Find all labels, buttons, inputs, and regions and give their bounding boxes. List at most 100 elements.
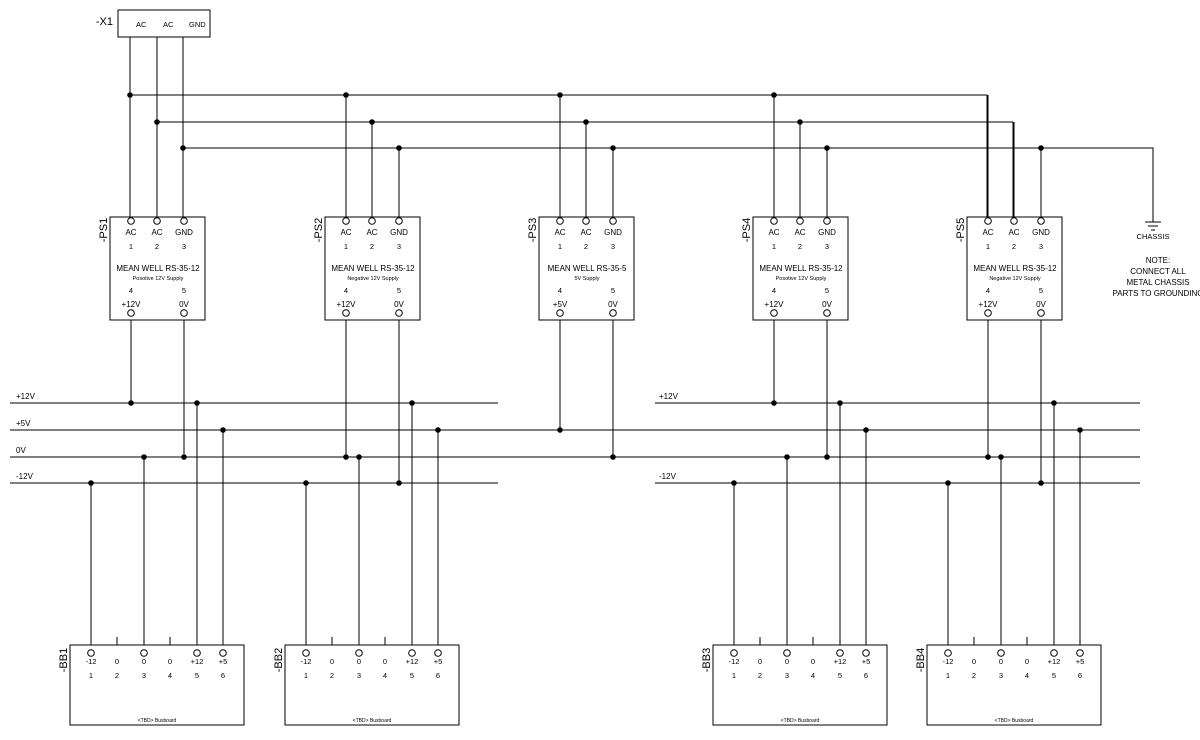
ps-model: MEAN WELL RS-35-5 — [548, 264, 627, 273]
busboard-pin-label: +5 — [219, 657, 228, 666]
terminal-ring — [796, 217, 804, 225]
chassis-note-line: PARTS TO GROUNDING — [1113, 289, 1200, 298]
busboard-pin-label: +12 — [834, 657, 847, 666]
gnd-bus — [183, 147, 1154, 222]
ps-output-pin-number: 5 — [182, 286, 186, 295]
terminal-ring — [395, 217, 403, 225]
ps-output-label: 0V — [394, 300, 404, 309]
busboard-label: <TBD> Busboard — [353, 718, 392, 724]
ps-input-pin-label: AC — [340, 228, 351, 237]
junction-dot — [396, 145, 402, 151]
ps-input-pin-label: AC — [151, 228, 162, 237]
busboard-pin-label: -12 — [301, 657, 312, 666]
busboard-pin-number: 4 — [811, 671, 815, 680]
junction-dot — [1038, 480, 1044, 486]
busboard-pin-number: 1 — [946, 671, 950, 680]
rail-label: +12V — [659, 392, 679, 401]
busboard-pin-label: +12 — [191, 657, 204, 666]
rail-label: -12V — [16, 472, 34, 481]
ps-input-pin-label: AC — [1008, 228, 1019, 237]
busboard-pin-number: 4 — [1025, 671, 1029, 680]
ps-output-label: 0V — [1036, 300, 1046, 309]
ps-input-pin-number: 3 — [397, 242, 401, 251]
chassis-note-line: NOTE: — [1146, 256, 1170, 265]
ps-output-label: 0V — [608, 300, 618, 309]
busboard-tag: -BB2 — [273, 648, 285, 672]
junction-dot — [343, 454, 349, 460]
terminal-ring — [434, 649, 442, 657]
junction-dot — [369, 119, 375, 125]
ps-input-pin-number: 2 — [370, 242, 374, 251]
junction-dot — [356, 454, 362, 460]
terminal-ring — [395, 309, 403, 317]
busboard-pin-number: 6 — [1078, 671, 1082, 680]
ps-tag: -PS5 — [955, 218, 967, 242]
terminal-ring — [770, 217, 778, 225]
ps-input-pin-number: 3 — [825, 242, 829, 251]
busboard-pin-label: 0 — [758, 657, 762, 666]
junction-dot — [128, 400, 134, 406]
chassis-label: CHASSIS — [1137, 232, 1170, 241]
busboard-pin-number: 6 — [436, 671, 440, 680]
junction-dot — [985, 454, 991, 460]
terminal-ring — [1050, 649, 1058, 657]
busboard-pin-number: 4 — [383, 671, 387, 680]
busboard-pin-number: 1 — [304, 671, 308, 680]
ps-output-pin-number: 5 — [397, 286, 401, 295]
busboard-pin-label: -12 — [729, 657, 740, 666]
x1-connector-box — [117, 9, 211, 38]
terminal-ring — [582, 217, 590, 225]
terminal-ring — [823, 217, 831, 225]
terminal-ring — [556, 309, 564, 317]
busboard-pin-number: 2 — [758, 671, 762, 680]
ps-input-pin-number: 3 — [1039, 242, 1043, 251]
component-boxes — [69, 9, 1102, 726]
busboard-pin-label: +5 — [862, 657, 871, 666]
junction-dot — [797, 119, 803, 125]
ps-box-2 — [324, 216, 421, 321]
terminal-ring — [342, 217, 350, 225]
busboard-pin-number: 1 — [89, 671, 93, 680]
terminal-ring — [127, 309, 135, 317]
rail-label: +5V — [16, 419, 31, 428]
junction-dot — [303, 480, 309, 486]
junction-dot — [220, 427, 226, 433]
busboard-pin-label: +5 — [434, 657, 443, 666]
busboard-tag: -BB3 — [701, 648, 713, 672]
busboard-pin-label: 0 — [330, 657, 334, 666]
busboard-pin-number: 2 — [330, 671, 334, 680]
ps-tag: -PS3 — [527, 218, 539, 242]
terminal-ring — [193, 649, 201, 657]
junction-dots — [88, 92, 1083, 486]
terminal-ring — [180, 309, 188, 317]
junction-dot — [180, 145, 186, 151]
busboard-pin-number: 6 — [221, 671, 225, 680]
terminal-ring — [823, 309, 831, 317]
terminal-ring — [1037, 217, 1045, 225]
chassis-note-line: CONNECT ALL — [1130, 267, 1186, 276]
ps-box-5 — [966, 216, 1063, 321]
junction-dot — [731, 480, 737, 486]
ps-tag: -PS4 — [741, 218, 753, 242]
ps-output-label: +12V — [337, 300, 357, 309]
x1-pin-label: GND — [189, 20, 206, 29]
ps-output-label: +12V — [122, 300, 142, 309]
terminal-ring — [836, 649, 844, 657]
ps-input-pin-number: 1 — [344, 242, 348, 251]
junction-dot — [154, 119, 160, 125]
junction-dot — [771, 92, 777, 98]
junction-dot — [610, 145, 616, 151]
junction-dot — [610, 454, 616, 460]
busboard-pin-number: 5 — [838, 671, 842, 680]
terminal-ring — [408, 649, 416, 657]
junction-dot — [945, 480, 951, 486]
junction-dot — [837, 400, 843, 406]
ps-input-pin-label: GND — [604, 228, 622, 237]
junction-dot — [557, 92, 563, 98]
ps-input-pin-label: GND — [390, 228, 408, 237]
terminal-ring — [556, 217, 564, 225]
busboard-pin-label: 0 — [972, 657, 976, 666]
terminal-ring — [302, 649, 310, 657]
terminal-ring — [219, 649, 227, 657]
